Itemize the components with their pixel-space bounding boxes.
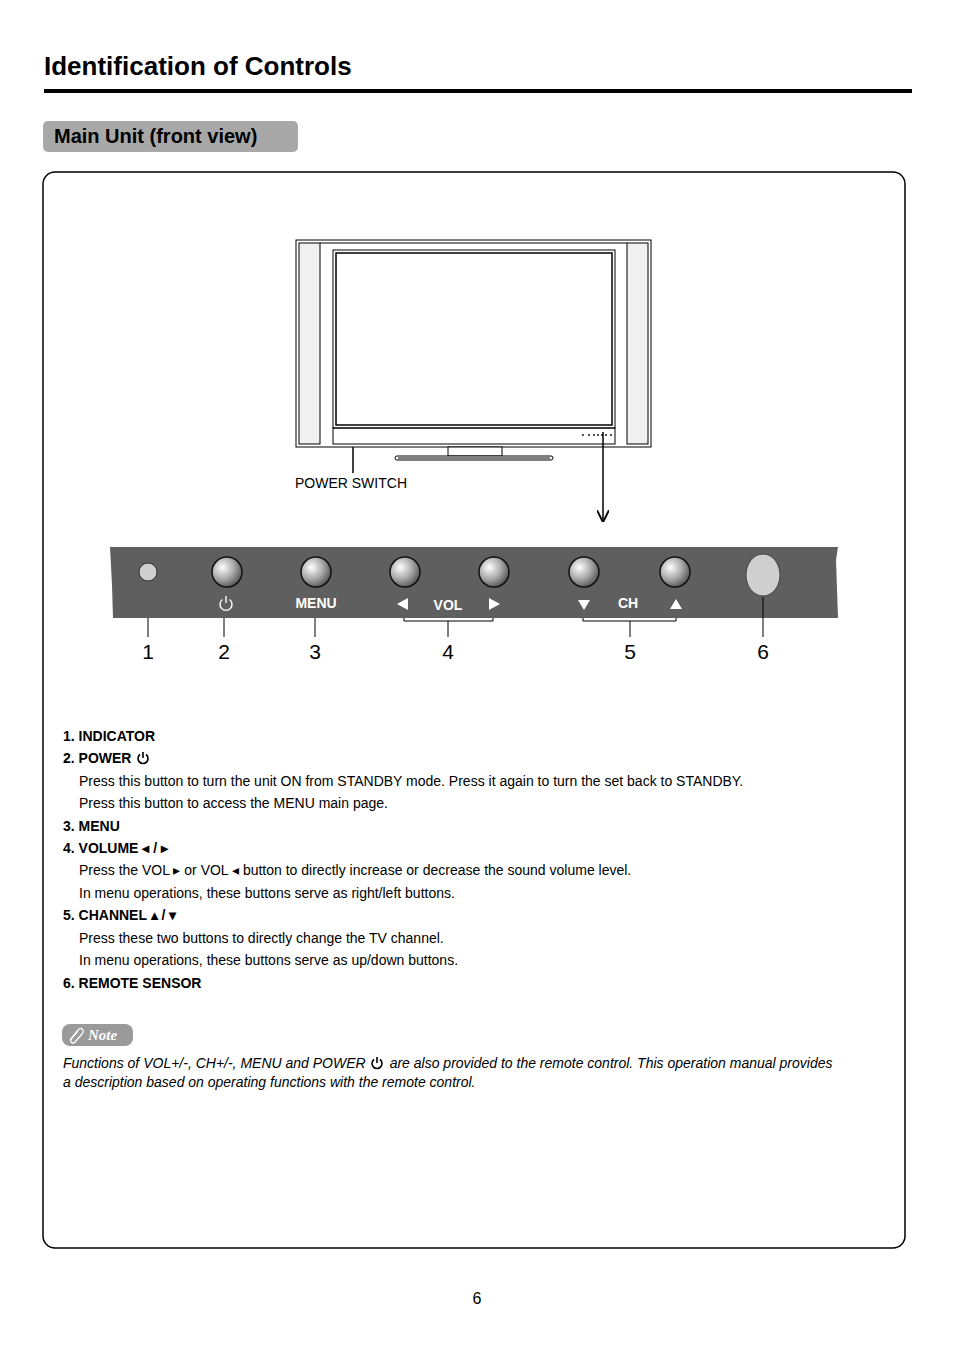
section-heading: Main Unit (front view): [43, 121, 298, 152]
item-text: Press this button to access the MENU mai…: [79, 795, 388, 811]
power-symbol: [370, 1056, 384, 1070]
power-symbol: [136, 751, 150, 765]
callout-number: 4: [442, 640, 454, 664]
item-text: Press the VOL ▸ or VOL ◂ button to direc…: [79, 862, 631, 878]
item-heading: 2. POWER: [63, 750, 131, 766]
button-label: MENU: [295, 595, 336, 611]
note-text: are also provided to the remote control.…: [63, 1054, 833, 1092]
page-title: Identification of Controls: [44, 50, 352, 82]
control-strip-art: [110, 547, 838, 618]
title-rule: [44, 89, 912, 93]
button-label: CH: [618, 595, 638, 611]
control-strip: MENU VOL CH: [110, 547, 838, 618]
item-heading: 4. VOLUME ◂ / ▸: [63, 840, 168, 856]
callout-number: 6: [757, 640, 769, 664]
callout-number: 5: [624, 640, 636, 664]
part-label: POWER SWITCH: [295, 475, 407, 491]
item-heading: 3. MENU: [63, 818, 120, 834]
note-title: Note: [88, 1024, 117, 1046]
note-text: Functions of VOL+/-, CH+/-, MENU and POW…: [63, 1054, 366, 1073]
item-text: In menu operations, these buttons serve …: [79, 952, 458, 968]
item-text: Press this button to turn the unit ON fr…: [79, 773, 743, 789]
callout-number: 1: [142, 640, 154, 664]
section-title: Main Unit (front view): [54, 121, 257, 152]
button-label: VOL: [434, 597, 463, 613]
tv-illustration: [296, 240, 651, 521]
item-heading: 1. INDICATOR: [63, 728, 155, 744]
note-badge-art: [62, 1024, 133, 1046]
item-text: Press these two buttons to directly chan…: [79, 930, 444, 946]
callout-leaders: [148, 597, 763, 637]
callout-number: 2: [218, 640, 230, 664]
item-heading: 5. CHANNEL ▴ / ▾: [63, 907, 176, 923]
item-heading: 6. REMOTE SENSOR: [63, 975, 201, 991]
section-band: [43, 121, 298, 152]
content-panel: [43, 172, 905, 1248]
callout-number: 3: [309, 640, 321, 664]
item-text: In menu operations, these buttons serve …: [79, 885, 455, 901]
note-badge: Note: [62, 1024, 133, 1046]
page-number: 6: [473, 1290, 482, 1308]
